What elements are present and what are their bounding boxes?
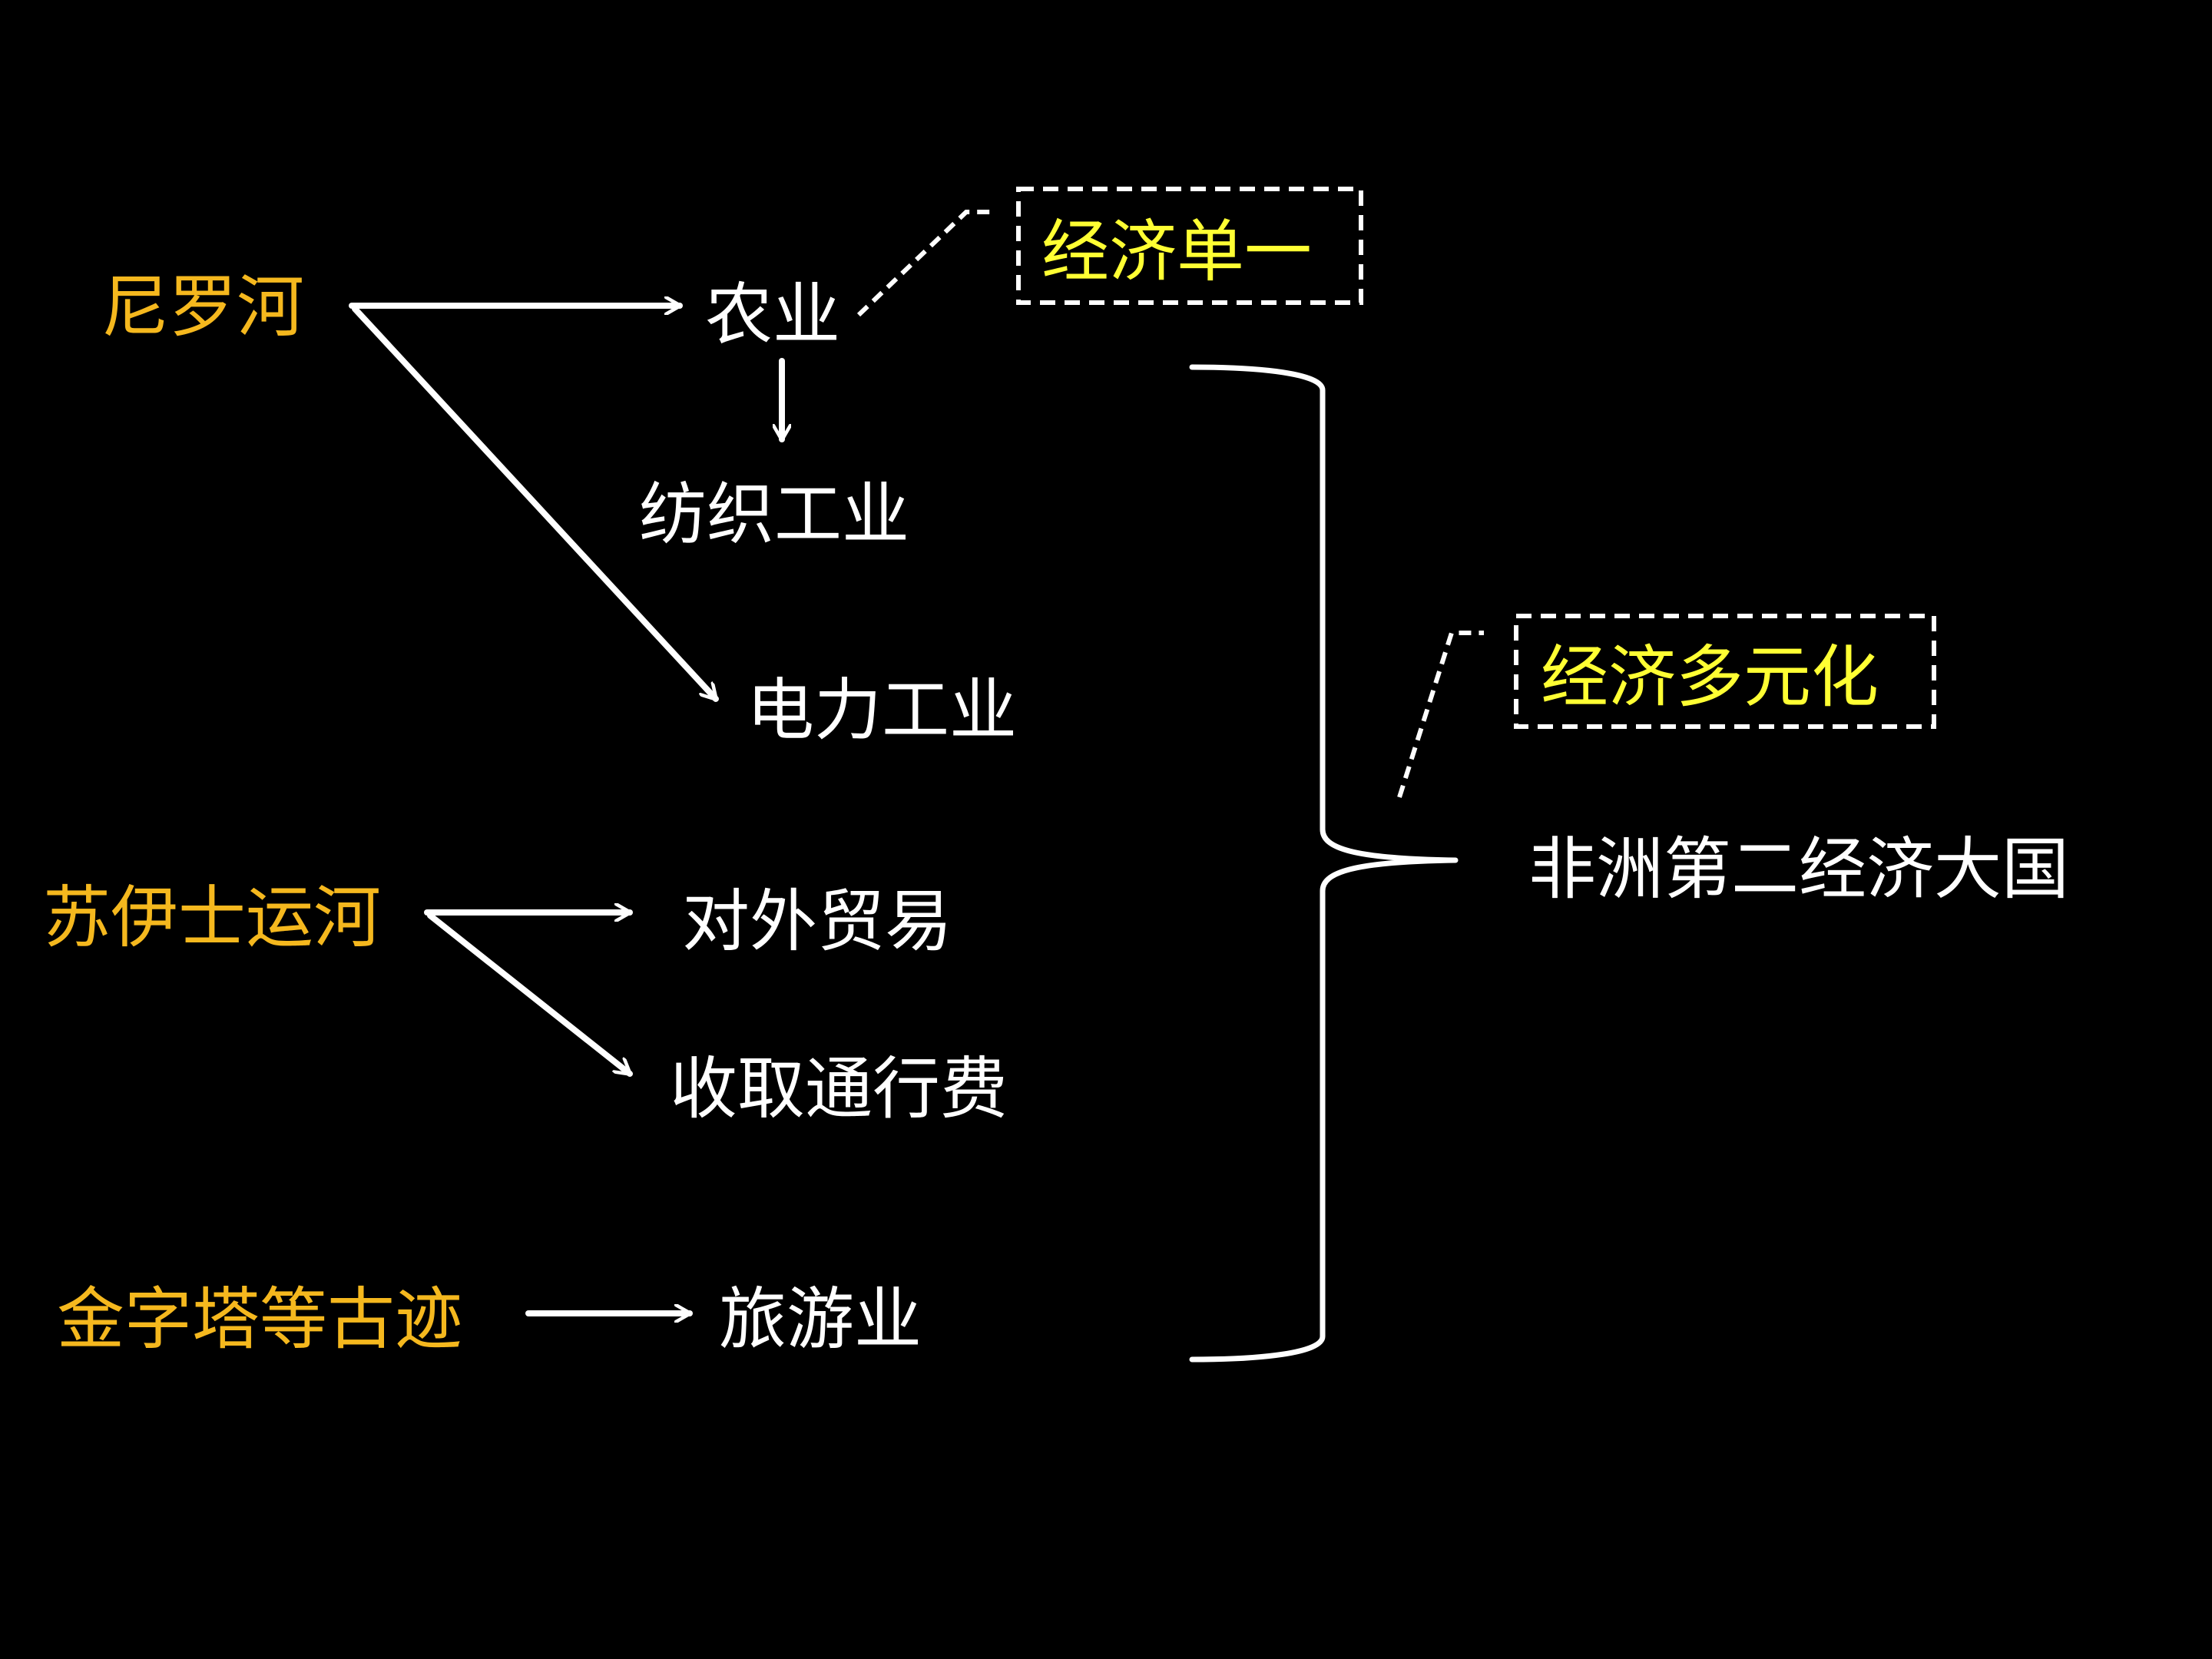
industry-tourism: 旅游业 <box>719 1280 922 1359</box>
industry-tolls: 收取通行费 <box>670 1049 1008 1128</box>
diversified-economy-box <box>1514 614 1936 729</box>
source-pyramids: 金字塔等古迹 <box>57 1280 462 1359</box>
single-economy-connector <box>856 210 991 317</box>
source-suez-canal: 苏伊士运河 <box>43 878 381 957</box>
industry-agriculture: 农业 <box>705 275 840 354</box>
grouping-brace <box>1189 364 1459 1363</box>
diversified-economy-label: 经济多元化 <box>1541 637 1879 717</box>
industry-textile: 纺织工业 <box>639 475 909 554</box>
diversified-economy-connector <box>1397 631 1484 798</box>
industry-power: 电力工业 <box>747 671 1017 750</box>
single-economy-label: 经济单一 <box>1041 212 1312 291</box>
arrow-suez-to-tolls <box>427 912 633 1077</box>
arrow-nile-to-power <box>352 306 719 702</box>
conclusion-text: 非洲第二经济大国 <box>1528 830 2069 909</box>
source-nile: 尼罗河 <box>101 267 304 346</box>
industry-foreign-trade: 对外贸易 <box>682 882 952 961</box>
single-economy-box <box>1016 187 1363 305</box>
